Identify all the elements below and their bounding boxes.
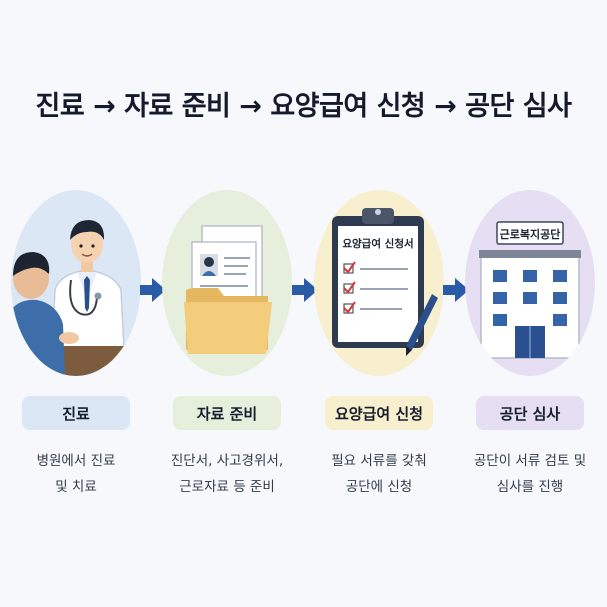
step-description-benefit-application: 필요 서류를 갖춰 공단에 신청 — [331, 453, 427, 495]
document-folder-illustration — [162, 190, 292, 376]
doctor-patient-icon — [11, 220, 141, 376]
step-label-benefit-application: 요양급여 신청 — [325, 396, 433, 430]
office-building-icon: 근로복지공단 — [479, 221, 581, 359]
step-label-document-prep: 자료 준비 — [173, 396, 281, 430]
step-label-consultation: 진료 — [22, 396, 130, 430]
arrow-right-icon — [140, 278, 166, 302]
clipboard-illustration: 요양급여 신청서 — [314, 190, 444, 376]
page-title: 진료 → 자료 준비 → 요양급여 신청 → 공단 심사 — [35, 91, 572, 122]
building-sign: 근로복지공단 — [500, 227, 561, 241]
document-folder-icon — [184, 225, 272, 354]
step-description-consultation: 병원에서 진료 및 치료 — [36, 453, 116, 495]
step-label-agency-review: 공단 심사 — [476, 396, 584, 430]
doctor-patient-illustration — [11, 190, 141, 376]
clipboard-form-icon: 요양급여 신청서 — [332, 208, 438, 356]
step-description-document-prep: 진단서, 사고경위서, 근로자료 등 준비 — [170, 453, 284, 495]
arrow-right-icon — [443, 278, 469, 302]
arrow-right-icon — [292, 278, 318, 302]
building-illustration: 근로복지공단 — [465, 190, 595, 376]
form-title: 요양급여 신청서 — [342, 237, 413, 250]
step-description-agency-review: 공단이 서류 검토 및 심사를 진행 — [473, 453, 587, 495]
